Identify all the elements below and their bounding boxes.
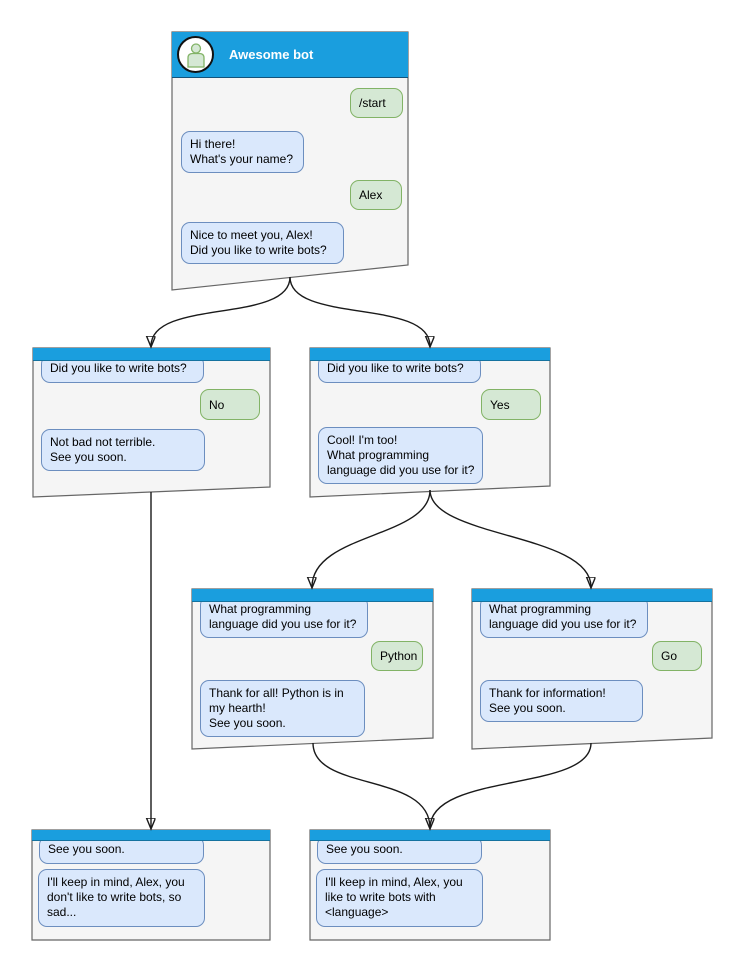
bot-message-bubble: Nice to meet you, Alex! Did you like to … <box>181 222 344 264</box>
user-message-bubble: Alex <box>350 180 402 210</box>
chat-window-end-no: See you soon. I'll keep in mind, Alex, y… <box>31 829 271 941</box>
chat-window-no-branch: Did you like to write bots? No Not bad n… <box>32 347 271 498</box>
user-message-bubble: /start <box>350 88 403 118</box>
window-title: Awesome bot <box>229 47 314 62</box>
window-titlebar <box>32 830 270 841</box>
bot-avatar <box>177 36 214 73</box>
bot-message-bubble: What programming language did you use fo… <box>480 596 648 638</box>
window-titlebar <box>192 589 433 602</box>
chat-window-yes-branch: Did you like to write bots? Yes Cool! I'… <box>309 347 551 498</box>
bot-message-bubble: I'll keep in mind, Alex, you don't like … <box>38 869 205 927</box>
window-titlebar: Awesome bot <box>172 32 408 78</box>
user-message-bubble: Python <box>371 641 423 671</box>
user-message-bubble: Go <box>652 641 702 671</box>
window-titlebar <box>310 348 550 361</box>
chat-window-end-yes: See you soon. I'll keep in mind, Alex, y… <box>309 829 551 941</box>
connector-go-to-end <box>429 742 592 829</box>
connector-yes-to-go <box>429 489 591 587</box>
bot-message-bubble: Hi there! What's your name? <box>181 131 304 173</box>
chat-window-python-branch: What programming language did you use fo… <box>191 588 434 750</box>
bot-message-bubble: Cool! I'm too! What programming language… <box>318 427 483 484</box>
person-icon <box>186 42 205 68</box>
window-titlebar <box>310 830 550 841</box>
user-message-bubble: Yes <box>481 389 541 420</box>
bot-message-bubble: I'll keep in mind, Alex, you like to wri… <box>316 869 483 927</box>
bot-message-bubble: Thank for information! See you soon. <box>480 680 643 722</box>
window-titlebar <box>33 348 270 361</box>
chat-window-root: /start Hi there! What's your name? Alex … <box>171 31 409 291</box>
connector-python-to-end <box>312 742 430 828</box>
user-message-bubble: No <box>200 389 260 420</box>
connector-yes-to-python <box>312 489 431 587</box>
chat-window-go-branch: What programming language did you use fo… <box>471 588 713 750</box>
window-titlebar <box>472 589 712 602</box>
bot-message-bubble: What programming language did you use fo… <box>200 596 368 638</box>
bot-message-bubble: Thank for all! Python is in my hearth! S… <box>200 680 365 737</box>
bot-message-bubble: Not bad not terrible. See you soon. <box>41 429 205 471</box>
